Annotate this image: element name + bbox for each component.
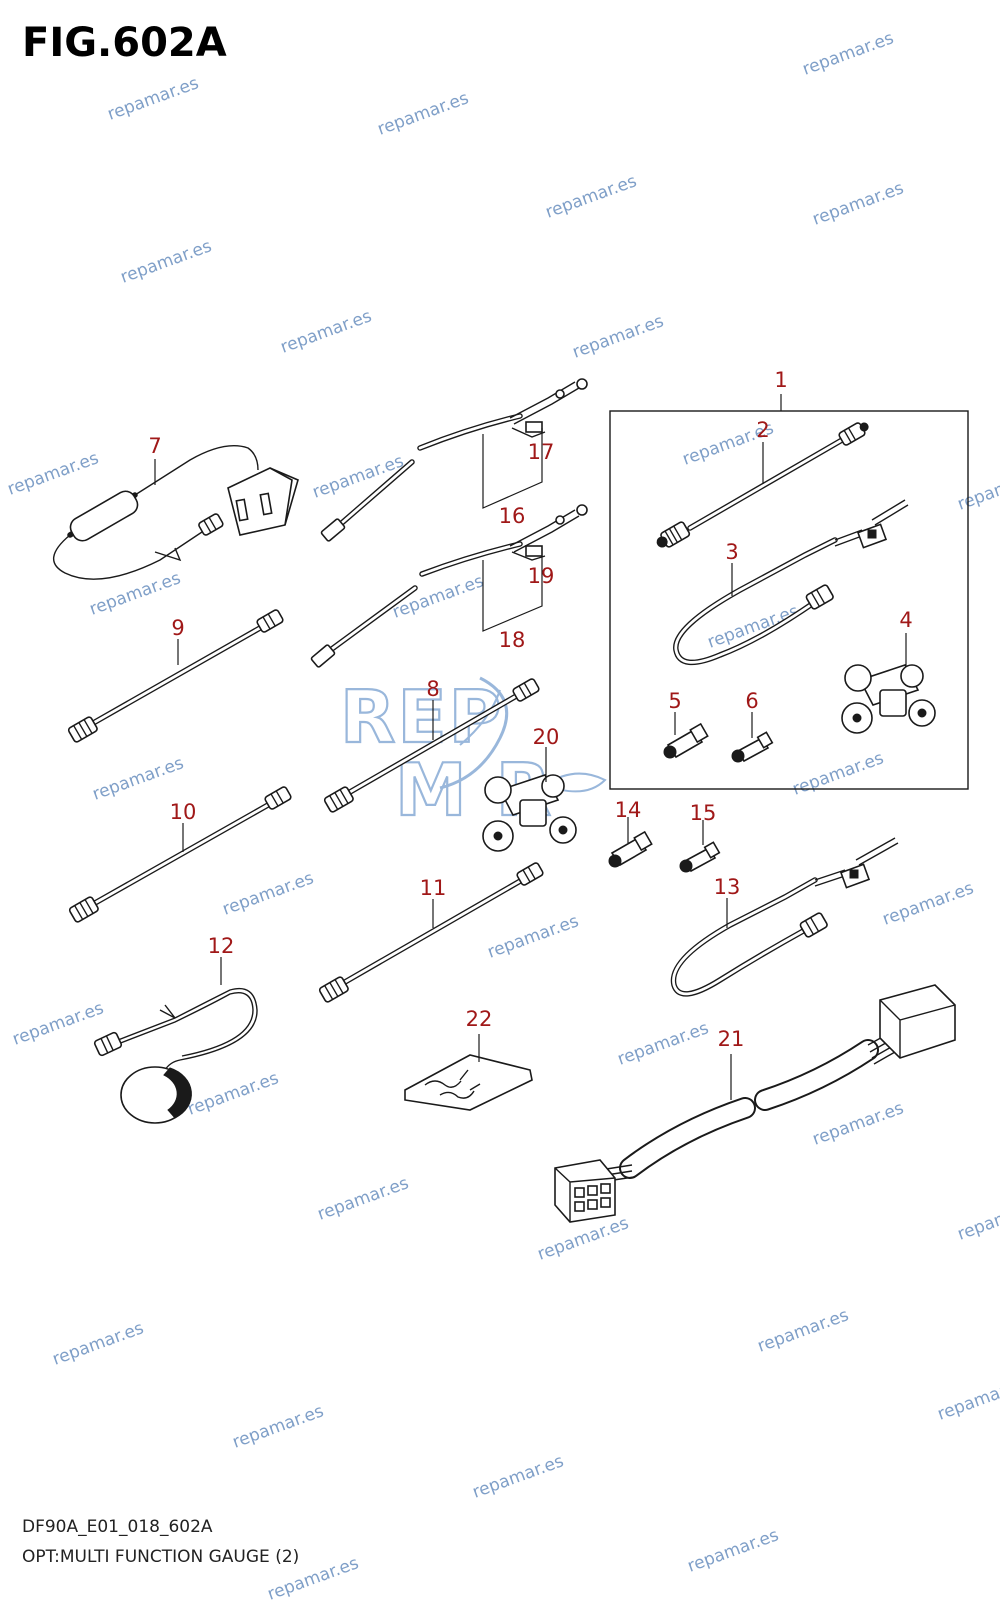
part-4-t-connector (841, 633, 936, 734)
watermark-text: repamar.es (685, 1525, 782, 1576)
callout-12: 12 (208, 934, 235, 958)
watermark-text: repamar.es (810, 178, 907, 229)
watermark-text: repamar.es (5, 448, 102, 499)
part-2-backbone-cable (656, 422, 869, 548)
watermark-text: repamar.es (955, 1193, 1000, 1244)
watermark-text: repamar.es (50, 1318, 147, 1369)
part-15-terminator (679, 820, 721, 873)
figure-title: FIG.602A (22, 20, 227, 66)
watermark-text: repamar.es (955, 463, 1000, 514)
watermark-text: repamar.es (90, 753, 187, 804)
part-5-terminator (663, 712, 709, 759)
part-6-terminator (731, 712, 774, 763)
part-13-power-cable (670, 837, 899, 997)
part-7-sensor-cable (53, 445, 299, 580)
part-21-adapter-harness (554, 984, 956, 1223)
callout-17: 17 (528, 440, 555, 464)
watermark-text: repamar.es (810, 1098, 907, 1149)
callout-2: 2 (756, 418, 769, 442)
kit-1-group-box (609, 410, 969, 790)
part-9-backbone-cable (67, 609, 284, 743)
watermark-text: repamar.es (230, 1401, 327, 1452)
callout-22: 22 (466, 1007, 493, 1031)
watermark-text: repamar.es (800, 28, 897, 79)
part-8-backbone-cable (323, 678, 540, 813)
callout-14: 14 (615, 798, 642, 822)
figure-code: DF90A_E01_018_602A (22, 1517, 213, 1537)
callout-1: 1 (774, 368, 787, 392)
watermark-text: repamar.es (470, 1451, 567, 1502)
watermark-text: repamar.es (570, 311, 667, 362)
watermark-text: repamar.es (10, 998, 107, 1049)
figure-description: OPT:MULTI FUNCTION GAUGE (2) (22, 1547, 300, 1567)
watermark-text: repamar.es (118, 236, 215, 287)
callout-13: 13 (714, 875, 741, 899)
part-14-terminator (608, 817, 653, 868)
callout-21: 21 (718, 1027, 745, 1051)
callout-10: 10 (170, 800, 197, 824)
watermark-text: repamar.es (185, 1068, 282, 1119)
part-20-t-connector (482, 747, 577, 852)
watermark-text: repamar.es (615, 1018, 712, 1069)
callout-labels: 1 2 3 4 5 6 7 8 9 10 11 12 13 14 15 16 1… (148, 368, 912, 1051)
watermark-text: repamar.es (220, 868, 317, 919)
watermark-text: repamar.es (880, 878, 977, 929)
part-16-harness (320, 378, 588, 542)
callout-5: 5 (668, 689, 681, 713)
callout-8: 8 (426, 677, 439, 701)
part-18-harness (310, 504, 588, 668)
watermark-text: repamar.es (935, 1373, 1000, 1424)
watermark-text: repamar.es (375, 88, 472, 139)
watermark-text: repamar.es (278, 306, 375, 357)
callout-11: 11 (420, 876, 447, 900)
part-10-backbone-cable (68, 786, 292, 923)
repamar-logo: REP M R (339, 674, 607, 833)
watermark-text: repamar.es (755, 1305, 852, 1356)
watermark-text: repamar.es (705, 601, 802, 652)
watermark-text: repamar.es (535, 1213, 632, 1264)
callout-6: 6 (745, 689, 758, 713)
callout-7: 7 (148, 434, 161, 458)
callout-18: 18 (499, 628, 526, 652)
callout-4: 4 (899, 608, 912, 632)
part-3-power-cable (673, 499, 909, 666)
part-12-sensor (93, 957, 258, 1124)
watermark-text: repamar.es (543, 171, 640, 222)
callout-9: 9 (171, 616, 184, 640)
watermark-text: repamar.es (87, 568, 184, 619)
watermark-text: repamar.es (485, 911, 582, 962)
callout-20: 20 (533, 725, 560, 749)
watermark-text: repamar.es (790, 748, 887, 799)
part-22-bag (404, 1034, 533, 1111)
watermark-text: repamar.es (315, 1173, 412, 1224)
callout-19: 19 (528, 564, 555, 588)
part-11-backbone-cable (318, 862, 544, 1003)
watermark-text: repamar.es (105, 73, 202, 124)
callout-3: 3 (725, 540, 738, 564)
callout-16: 16 (499, 504, 526, 528)
callout-15: 15 (690, 801, 717, 825)
